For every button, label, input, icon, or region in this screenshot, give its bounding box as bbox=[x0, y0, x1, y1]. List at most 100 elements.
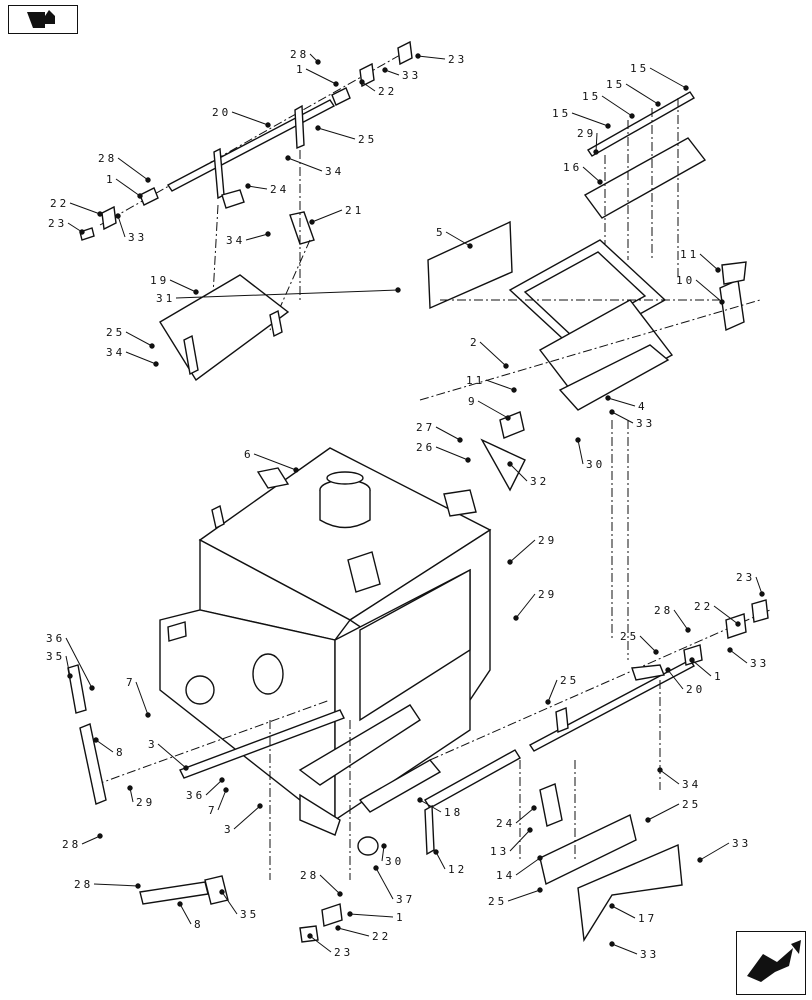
callout-label: 12 bbox=[448, 863, 467, 876]
fastener-marker bbox=[381, 843, 387, 849]
leader-line bbox=[337, 927, 370, 937]
fastener-marker bbox=[507, 559, 513, 565]
leader-line bbox=[647, 803, 680, 821]
leader-line bbox=[547, 679, 558, 703]
callout-label: 32 bbox=[530, 475, 549, 488]
fastener-marker bbox=[177, 901, 183, 907]
fastener-marker bbox=[219, 889, 225, 895]
leader-line bbox=[247, 185, 268, 190]
callout-label: 22 bbox=[50, 197, 69, 210]
leader-line bbox=[117, 157, 149, 181]
callout-label: 30 bbox=[586, 458, 605, 471]
callout-label: 35 bbox=[46, 650, 65, 663]
callout-label: 34 bbox=[106, 346, 125, 359]
leader-line bbox=[611, 943, 638, 955]
fastener-marker bbox=[245, 183, 251, 189]
callout-label: 27 bbox=[416, 421, 435, 434]
fastener-marker bbox=[605, 395, 611, 401]
leader-line bbox=[305, 68, 337, 85]
leader-line bbox=[611, 905, 636, 919]
leader-line bbox=[157, 743, 187, 769]
fastener-marker bbox=[193, 289, 199, 295]
callout-label: 22 bbox=[378, 85, 397, 98]
fastener-marker bbox=[417, 797, 423, 803]
fastener-marker bbox=[337, 891, 343, 897]
callout-label: 34 bbox=[325, 165, 344, 178]
callout-label: 33 bbox=[402, 69, 421, 82]
fastener-marker bbox=[153, 361, 159, 367]
leader-line bbox=[319, 874, 341, 895]
fastener-marker bbox=[97, 211, 103, 217]
fastener-marker bbox=[89, 685, 95, 691]
callout-label: 8 bbox=[116, 746, 126, 759]
fastener-marker bbox=[505, 415, 511, 421]
fastener-marker bbox=[347, 911, 353, 917]
fastener-marker bbox=[545, 699, 551, 705]
leader-line bbox=[317, 127, 356, 140]
prev-page-button[interactable] bbox=[8, 5, 78, 34]
fastener-marker bbox=[597, 179, 603, 185]
fastener-marker bbox=[657, 767, 663, 773]
callout-label: 28 bbox=[654, 604, 673, 617]
leader-line bbox=[81, 835, 101, 845]
leader-line bbox=[485, 379, 515, 391]
upper-left-shaft-assembly bbox=[79, 40, 413, 351]
callout-label: 11 bbox=[466, 374, 485, 387]
leader-line bbox=[117, 215, 126, 238]
leader-line bbox=[65, 637, 93, 689]
callout-label: 22 bbox=[372, 930, 391, 943]
leader-line bbox=[699, 253, 719, 271]
fastener-marker bbox=[653, 649, 659, 655]
fastener-marker bbox=[467, 243, 473, 249]
callout-label: 11 bbox=[680, 248, 699, 261]
leader-line bbox=[691, 659, 712, 677]
callout-label: 22 bbox=[694, 600, 713, 613]
fastener-marker bbox=[137, 193, 143, 199]
callout-label: 7 bbox=[208, 804, 218, 817]
leader-line bbox=[582, 166, 601, 183]
leader-line bbox=[595, 132, 598, 153]
callout-label: 3 bbox=[148, 738, 158, 751]
leader-line bbox=[135, 681, 149, 716]
leader-line bbox=[667, 669, 684, 690]
leader-line bbox=[507, 889, 541, 902]
callout-label: 24 bbox=[496, 817, 515, 830]
leader-line bbox=[477, 400, 509, 419]
fastener-marker bbox=[265, 122, 271, 128]
callout-label: 24 bbox=[270, 183, 289, 196]
leader-line bbox=[417, 55, 446, 60]
fastener-marker bbox=[395, 287, 401, 293]
callout-label: 25 bbox=[620, 630, 639, 643]
leader-line bbox=[639, 635, 657, 653]
fastener-marker bbox=[333, 81, 339, 87]
leader-line bbox=[673, 609, 689, 631]
leader-line bbox=[625, 83, 659, 105]
next-page-button[interactable] bbox=[736, 931, 806, 995]
leader-line bbox=[375, 867, 394, 900]
fastener-marker bbox=[285, 155, 291, 161]
leader-line bbox=[125, 351, 157, 365]
callout-label: 28 bbox=[62, 838, 81, 851]
leader-line bbox=[659, 769, 680, 785]
leader-line bbox=[607, 397, 636, 407]
fastener-marker bbox=[145, 712, 151, 718]
fastener-marker bbox=[531, 805, 537, 811]
callout-label: 17 bbox=[638, 912, 657, 925]
callout-label: 30 bbox=[385, 855, 404, 868]
callout-label: 29 bbox=[577, 127, 596, 140]
callout-label: 1 bbox=[296, 63, 306, 76]
leader-line bbox=[515, 807, 535, 824]
callout-label: 9 bbox=[468, 395, 478, 408]
leader-line bbox=[695, 279, 723, 303]
leader-line bbox=[577, 439, 584, 465]
leader-line bbox=[509, 539, 536, 563]
leader-line bbox=[571, 112, 609, 127]
leader-line bbox=[65, 655, 71, 677]
fastener-marker bbox=[629, 113, 635, 119]
fastener-marker bbox=[307, 933, 313, 939]
fastener-marker bbox=[655, 101, 661, 107]
fastener-marker bbox=[507, 461, 513, 467]
callout-label: 13 bbox=[490, 845, 509, 858]
fastener-marker bbox=[537, 855, 543, 861]
fastener-marker bbox=[79, 229, 85, 235]
